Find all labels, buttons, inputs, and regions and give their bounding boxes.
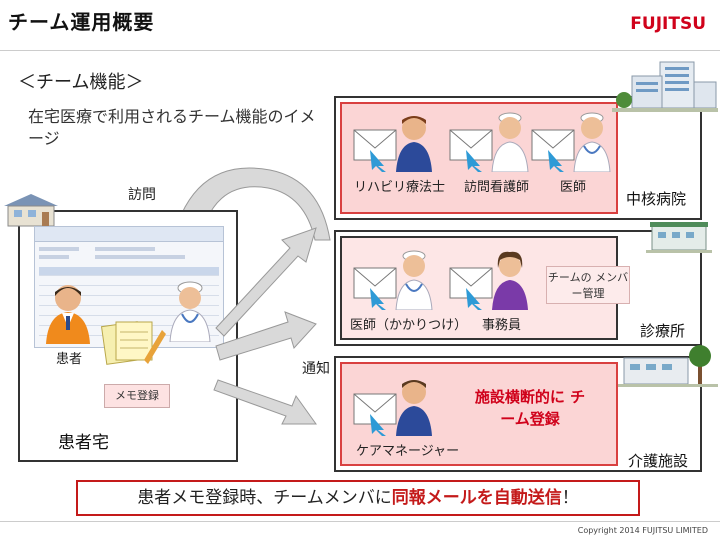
memo-notepad-icon bbox=[100, 321, 166, 365]
section-title: ＜チーム機能＞ bbox=[18, 72, 144, 93]
doctor-mail-icon bbox=[531, 112, 611, 172]
auto-send-message: 患者メモ登録時、チームメンバに同報メールを自動送信！ bbox=[76, 480, 640, 516]
notify-arrow-care-icon bbox=[213, 379, 317, 425]
care-facility-label: 介護施設 bbox=[628, 452, 689, 470]
app-grid-row bbox=[39, 307, 219, 316]
nurse-person-icon bbox=[169, 281, 211, 342]
app-field bbox=[95, 247, 155, 251]
copyright: Copyright 2014 FUJITSU LIMITED bbox=[577, 526, 708, 535]
app-field bbox=[39, 255, 69, 259]
app-title-bar bbox=[35, 227, 223, 242]
visit-label: 訪問 bbox=[128, 187, 156, 203]
care-building-icon bbox=[618, 345, 718, 387]
hospital-building-icon bbox=[612, 61, 718, 112]
notify-label: 通知 bbox=[302, 361, 330, 377]
patient-person-icon bbox=[46, 285, 90, 344]
house-icon bbox=[4, 194, 58, 227]
app-grid-row bbox=[39, 267, 219, 276]
fujitsu-logo: FUJITSU bbox=[630, 14, 706, 34]
role-label-family-doctor: 医師（かかりつけ） bbox=[350, 318, 468, 333]
role-label-care-manager: ケアマネージャー bbox=[356, 444, 460, 459]
notify-arrows bbox=[213, 227, 317, 425]
message-highlight: 同報メールを自動送信 bbox=[391, 488, 562, 508]
role-label-rehab: リハビリ療法士 bbox=[354, 180, 446, 195]
description: 在宅医療で利用されるチーム機能のイメージ bbox=[28, 107, 316, 148]
header-divider bbox=[0, 50, 720, 51]
rehab-therapist-mail-icon bbox=[353, 116, 432, 172]
app-grid-row bbox=[39, 297, 219, 306]
clinic-label: 診療所 bbox=[640, 322, 686, 340]
team-member-management-button[interactable]: チームの メンバー管理 bbox=[546, 266, 630, 304]
family-doctor-mail-icon bbox=[353, 250, 433, 310]
role-label-doctor: 医師 bbox=[560, 180, 587, 195]
footer-divider bbox=[0, 521, 720, 522]
app-grid-row bbox=[39, 277, 219, 286]
page-title: チーム運用概要 bbox=[8, 10, 155, 34]
clinic-building-icon bbox=[646, 222, 712, 253]
cross-facility-registration-text: 施設横断的に チーム登録 bbox=[474, 388, 586, 428]
app-grid-row bbox=[39, 287, 219, 296]
header bbox=[0, 0, 720, 52]
hospital-label: 中核病院 bbox=[626, 190, 687, 208]
notify-arrow-hospital-icon bbox=[215, 227, 317, 337]
patient-home-label: 患者宅 bbox=[58, 433, 109, 453]
memo-register-button[interactable]: メモ登録 bbox=[104, 384, 170, 408]
clerk-mail-icon bbox=[449, 251, 528, 310]
patient-label: 患者 bbox=[56, 352, 83, 367]
notify-arrow-clinic-icon bbox=[215, 311, 317, 361]
role-label-nurse: 訪問看護師 bbox=[464, 180, 530, 195]
app-field bbox=[39, 247, 79, 251]
visiting-nurse-mail-icon bbox=[449, 112, 529, 172]
care-manager-mail-icon bbox=[353, 380, 432, 436]
role-label-clerk: 事務員 bbox=[482, 318, 522, 333]
message-prefix: 患者メモ登録時、チームメンバに bbox=[137, 488, 392, 508]
message-suffix: ！ bbox=[561, 488, 579, 508]
app-field bbox=[95, 255, 185, 259]
